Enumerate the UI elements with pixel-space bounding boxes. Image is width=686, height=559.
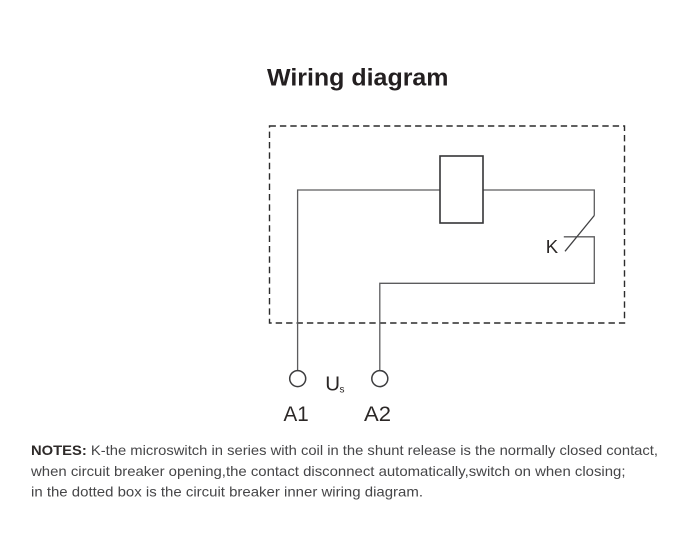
svg-text:A2: A2 bbox=[364, 402, 391, 426]
svg-text:s: s bbox=[340, 385, 345, 396]
svg-text:Wiring diagram: Wiring diagram bbox=[267, 65, 449, 92]
svg-text:U: U bbox=[325, 372, 340, 395]
svg-text:K: K bbox=[546, 236, 559, 257]
svg-text:NOTES: K-the microswitch in se: NOTES: K-the microswitch in series with … bbox=[31, 442, 658, 458]
svg-text:in the dotted box is the circu: in the dotted box is the circuit breaker… bbox=[31, 484, 423, 500]
svg-text:when circuit breaker opening,t: when circuit breaker opening,the contact… bbox=[30, 463, 626, 479]
svg-text:A1: A1 bbox=[284, 402, 309, 426]
